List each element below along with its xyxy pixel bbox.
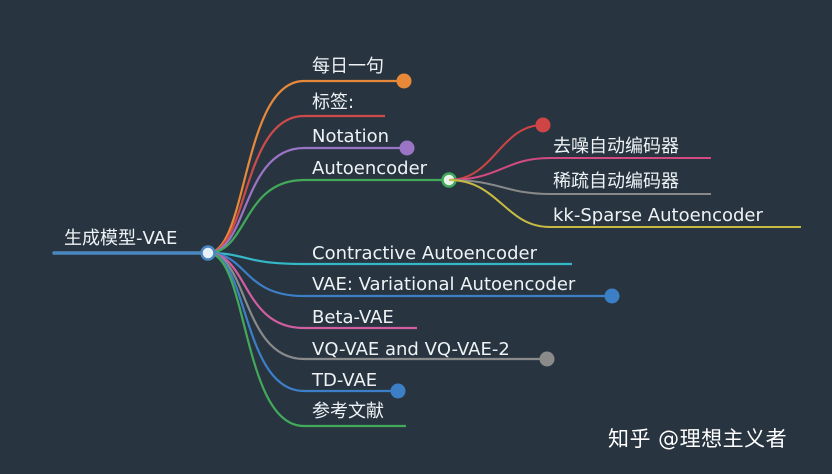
branch-references-label[interactable]: 参考文献 (312, 401, 384, 422)
edge-refs (207, 251, 406, 428)
ae-child-kk-sparse-label[interactable]: kk-Sparse Autoencoder (553, 205, 763, 226)
branch-vae-label[interactable]: VAE: Variational Autoencoder (312, 274, 576, 295)
branch-tags-label[interactable]: 标签: (312, 92, 355, 113)
edge-ae-dot (448, 124, 544, 181)
branch-beta-vae-label[interactable]: Beta-VAE (312, 307, 394, 328)
branch-daily-label[interactable]: 每日一句 (312, 56, 384, 77)
branch-autoencoder-label[interactable]: Autoencoder (312, 158, 428, 179)
root-label[interactable]: 生成模型-VAE (64, 228, 178, 249)
node-daily-dot (396, 73, 412, 89)
branch-notation-label[interactable]: Notation (312, 126, 390, 147)
edge-notation (207, 146, 407, 255)
edge-vae (207, 251, 612, 298)
edge-contractive (207, 251, 572, 266)
node-vae-dot (604, 288, 620, 304)
watermark: 知乎 @理想主义者 (608, 427, 788, 451)
edge-vqvae (207, 251, 547, 361)
ae-child-denoise-label[interactable]: 去噪自动编码器 (553, 136, 679, 157)
edge-tags (207, 114, 385, 255)
branch-vq-vae-label[interactable]: VQ-VAE and VQ-VAE-2 (312, 339, 510, 360)
edge-daily (207, 79, 404, 255)
node-ae-red-dot (535, 117, 551, 133)
edge-kksparse (448, 179, 801, 228)
node-vqvae-dot (539, 351, 555, 367)
branch-td-vae-label[interactable]: TD-VAE (312, 370, 378, 391)
edge-ae (207, 178, 449, 255)
edge-denoise (448, 157, 711, 181)
branch-contractive-label[interactable]: Contractive Autoencoder (312, 243, 537, 264)
ae-child-sparse-label[interactable]: 稀疏自动编码器 (553, 171, 679, 192)
node-notation-dot (399, 140, 415, 156)
edge-sparse (448, 179, 711, 195)
node-tdvae-dot (390, 383, 406, 399)
node-root (200, 245, 216, 261)
